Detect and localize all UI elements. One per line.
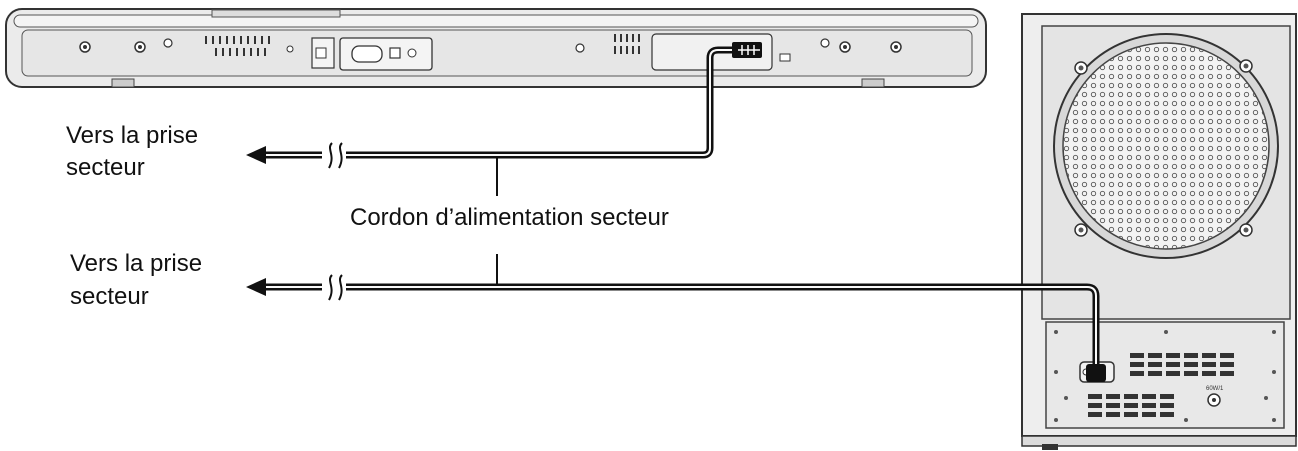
outlet-label-bottom-line2: secteur: [70, 283, 149, 310]
outlet-label-bottom-line1: Vers la prise: [70, 250, 203, 277]
power-cord-soundbar: [262, 42, 762, 169]
arrowhead-top: [246, 146, 266, 164]
outlet-label-top-line2: secteur: [66, 154, 145, 181]
soundbar: [5, 8, 987, 88]
arrowhead-bottom: [246, 278, 266, 296]
power-cord-subwoofer: [262, 274, 1106, 382]
subwoofer: 60W/1: [1021, 13, 1297, 450]
cord-label: Cordon d’alimentation secteur: [350, 204, 669, 231]
outlet-label-top-line1: Vers la prise: [66, 122, 199, 149]
subwoofer-panel-text: 60W/1: [1206, 386, 1224, 392]
